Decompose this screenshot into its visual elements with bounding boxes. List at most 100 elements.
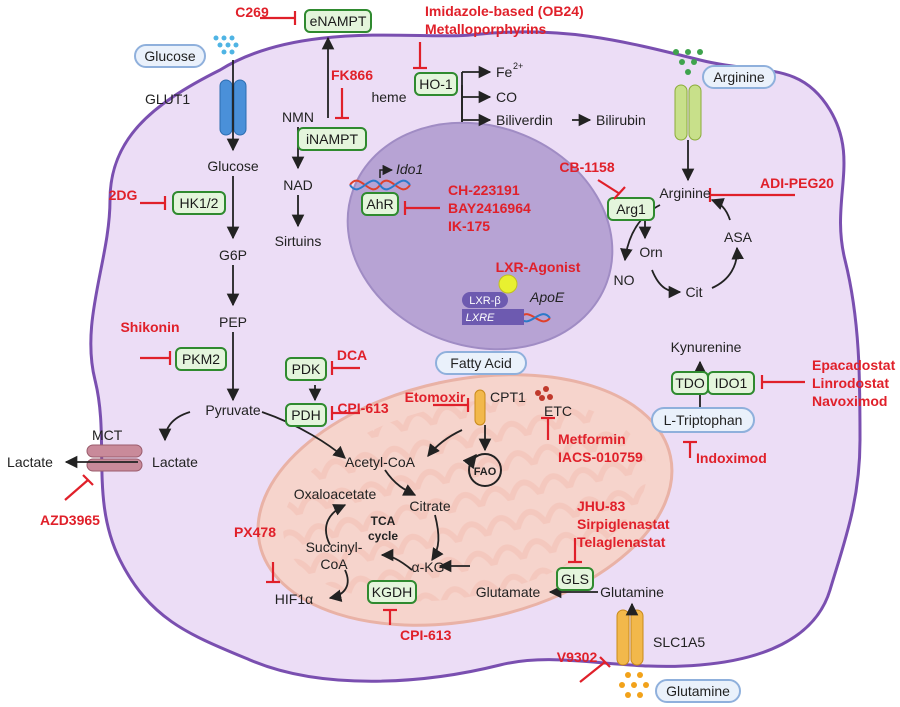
fao-label: FAO [474, 466, 497, 478]
drug-jhu83: JHU-83 [577, 498, 625, 514]
fe-label: Fe [496, 64, 513, 80]
no-label: NO [614, 272, 635, 288]
mitochondrion [256, 373, 674, 627]
drug-c269: C269 [235, 4, 269, 20]
glut1-label: GLUT1 [145, 91, 190, 107]
drug-v9302: V9302 [557, 649, 598, 665]
heme-label: heme [371, 89, 406, 105]
succinyl-label-1: Succinyl- [306, 539, 363, 555]
tdo-label: TDO [675, 375, 705, 391]
cit-label: Cit [685, 284, 702, 300]
drug-px478: PX478 [234, 524, 276, 540]
enampt-label: eNAMPT [310, 13, 367, 29]
fe-sup-label: 2+ [513, 61, 523, 71]
drug-cpi613-b: CPI-613 [400, 627, 452, 643]
acetyl-coa-label: Acetyl-CoA [345, 454, 416, 470]
fao-cycle [462, 453, 502, 487]
ltrp-label: L-Triptophan [664, 412, 743, 428]
arginine-ext-label: Arginine [713, 69, 765, 85]
pyruvate-label: Pyruvate [205, 402, 260, 418]
glutamine-ext-label: Glutamine [666, 683, 730, 699]
apoe-label: ApoE [529, 289, 565, 305]
drug-2dg: 2DG [109, 187, 138, 203]
lactate-ext-label: Lactate [7, 454, 53, 470]
cpt1-transporter [474, 389, 486, 426]
drug-bay2416964: BAY2416964 [448, 200, 531, 216]
akg-label: α-KG [412, 559, 445, 575]
lactate-label: Lactate [152, 454, 198, 470]
cpt1-label: CPT1 [490, 389, 526, 405]
hif-label: HIF1α [275, 591, 313, 607]
lxr-agonist-label: LXR-Agonist [496, 259, 581, 275]
drug-ik175: IK-175 [448, 218, 490, 234]
inampt-label: iNAMPT [306, 131, 359, 147]
asa-label: ASA [724, 229, 753, 245]
drug-ch223191: CH-223191 [448, 182, 520, 198]
drug-fk866: FK866 [331, 67, 373, 83]
tca-label-1: TCA [371, 514, 396, 528]
lxr-agonist-ball [498, 274, 518, 294]
nmn-label: NMN [282, 109, 314, 125]
drug-etomoxir: Etomoxir [405, 389, 466, 405]
arginine-transporter [674, 84, 702, 141]
drug-imidazole-2: Metalloporphyrins [425, 21, 547, 37]
glutamine-dots [619, 672, 649, 698]
drug-epacadostat: Epacadostat [812, 357, 896, 373]
drug-sirpiglenastat: Sirpiglenastat [577, 516, 670, 532]
tca-label-2: cycle [368, 529, 398, 543]
drug-shikonin: Shikonin [120, 319, 179, 335]
glucose-ext-label: Glucose [144, 48, 196, 64]
kynurenine-label: Kynurenine [671, 339, 742, 355]
lxre-label: LXRE [466, 312, 495, 324]
drug-indoximod: Indoximod [696, 450, 767, 466]
lxr-beta-box [462, 292, 508, 308]
drug-iacs: IACS-010759 [558, 449, 643, 465]
arginine-dots [673, 49, 703, 75]
slc1a5-transporter [616, 609, 644, 666]
fatty-acid-label: Fatty Acid [450, 355, 511, 371]
etc-icon [535, 386, 553, 401]
glutamate-label: Glutamate [476, 584, 541, 600]
glut1-transporter [219, 79, 247, 136]
drug-telaglenastat: Telaglenastat [577, 534, 666, 550]
citrate-label: Citrate [409, 498, 450, 514]
ho1-label: HO-1 [419, 76, 453, 92]
ido1-label: IDO1 [715, 375, 748, 391]
succinyl-label-2: CoA [320, 556, 348, 572]
arginine-label: Arginine [659, 185, 711, 201]
drug-azd3965: AZD3965 [40, 512, 100, 528]
sirtuins-label: Sirtuins [275, 233, 322, 249]
pdk-label: PDK [292, 361, 321, 377]
pill-labels [134, 44, 776, 703]
oxaloacetate-label: Oxaloacetate [294, 486, 377, 502]
bilirubin-label: Bilirubin [596, 112, 646, 128]
pdh-label: PDH [291, 407, 321, 423]
drug-navoximod: Navoximod [812, 393, 887, 409]
drug-linrodostat: Linrodostat [812, 375, 889, 391]
slc1a5-label: SLC1A5 [653, 634, 705, 650]
glucose-dots [213, 35, 239, 55]
drug-cpi613-a: CPI-613 [337, 400, 389, 416]
hk-label: HK1/2 [180, 195, 219, 211]
kgdh-label: KGDH [372, 584, 412, 600]
text-labels: Glucose Arginine Glutamine Fatty Acid La… [7, 3, 896, 699]
drug-metformin: Metformin [558, 431, 626, 447]
ahr-label: AhR [366, 196, 393, 212]
lxr-beta-label: LXR-β [469, 295, 500, 307]
enzyme-boxes [172, 9, 755, 604]
ido1-gene-label: Ido1 [396, 161, 423, 177]
glutamine-label: Glutamine [600, 584, 664, 600]
nad-label: NAD [283, 177, 313, 193]
orn-label: Orn [639, 244, 662, 260]
lxre-box [462, 309, 524, 325]
biliverdin-label: Biliverdin [496, 112, 553, 128]
arg1-label: Arg1 [616, 201, 646, 217]
drug-cb1158: CB-1158 [559, 159, 614, 175]
inhibition-lines [64, 11, 805, 683]
mct-label: MCT [92, 427, 123, 443]
etc-label: ETC [544, 403, 572, 419]
ido1-gene-arrow [379, 164, 394, 178]
g6p-label: G6P [219, 247, 247, 263]
